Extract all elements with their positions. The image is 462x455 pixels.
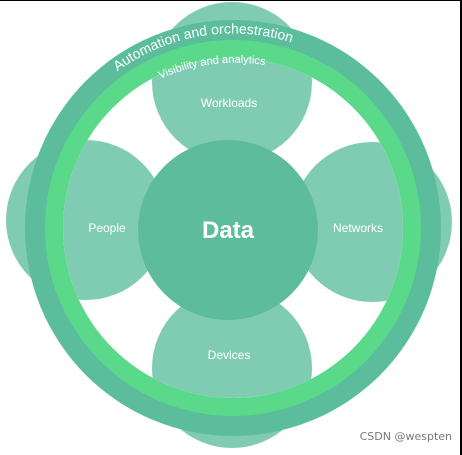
- top-border: [0, 0, 462, 1]
- pillar-label-people: People: [88, 221, 126, 235]
- right-border: [460, 0, 462, 455]
- pillar-label-devices: Devices: [208, 348, 251, 362]
- pillar-label-workloads: Workloads: [201, 96, 257, 110]
- pillar-label-networks: Networks: [333, 221, 383, 235]
- watermark: CSDN @wespten: [359, 430, 452, 443]
- center-data-label: Data: [202, 217, 255, 244]
- pillar-layer-front: [63, 58, 403, 398]
- data-core-circle: [138, 140, 318, 320]
